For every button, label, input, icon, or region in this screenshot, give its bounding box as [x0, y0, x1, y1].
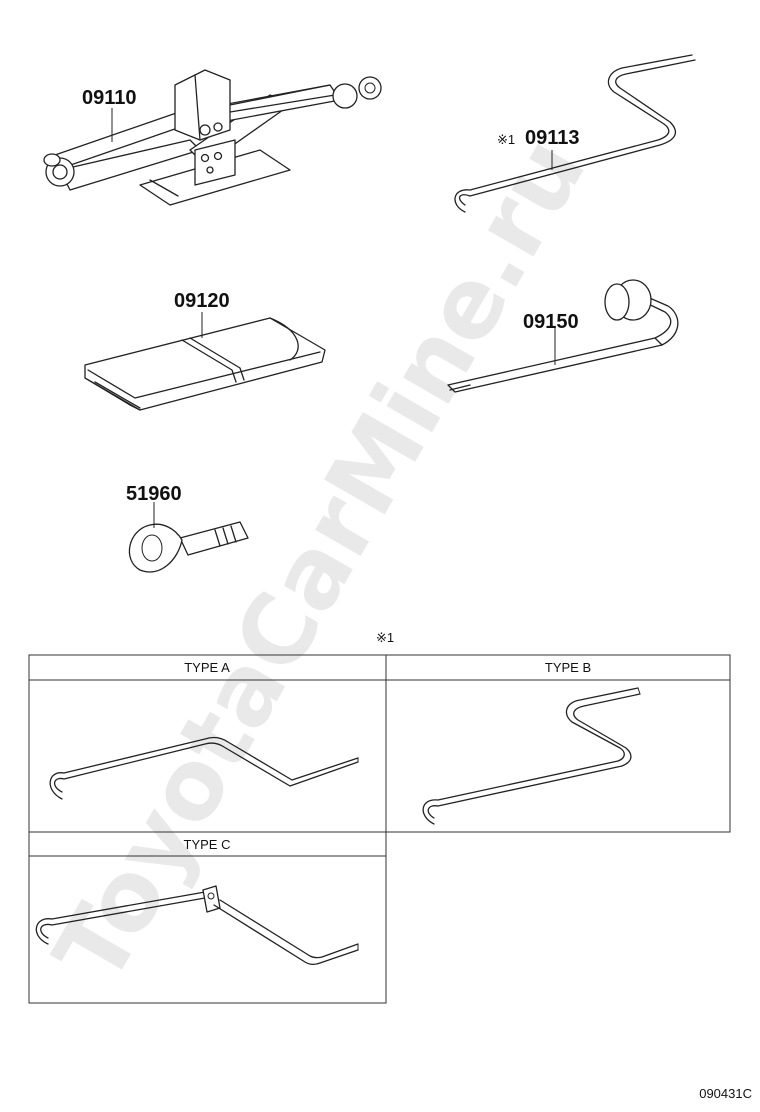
- type-a-handle-drawing: [49, 736, 359, 800]
- drawing-code: 090431C: [699, 1086, 752, 1101]
- hook-illustration: [128, 502, 249, 573]
- type-a-header: TYPE A: [184, 660, 230, 675]
- watermark: ToyotaCarMine.ru: [33, 119, 607, 1002]
- variant-table: [28, 654, 731, 1004]
- type-c-handle-drawing: [35, 885, 359, 966]
- type-c-header: TYPE C: [184, 837, 231, 852]
- type-b-handle-drawing: [422, 687, 641, 825]
- jack-part-number: 09110: [82, 87, 137, 109]
- tool-bag-illustration: [84, 312, 326, 411]
- wrench-illustration: [447, 279, 679, 393]
- handle-ref-mark: ※1: [497, 132, 515, 147]
- variants-ref-mark: ※1: [376, 630, 394, 645]
- handle-illustration: [454, 54, 696, 213]
- handle-part-number: 09113: [525, 127, 580, 149]
- tool-bag-part-number: 09120: [174, 290, 230, 312]
- wrench-part-number: 09150: [523, 311, 579, 333]
- jack-illustration: [43, 69, 382, 206]
- hook-part-number: 51960: [126, 483, 182, 505]
- type-b-header: TYPE B: [545, 660, 591, 675]
